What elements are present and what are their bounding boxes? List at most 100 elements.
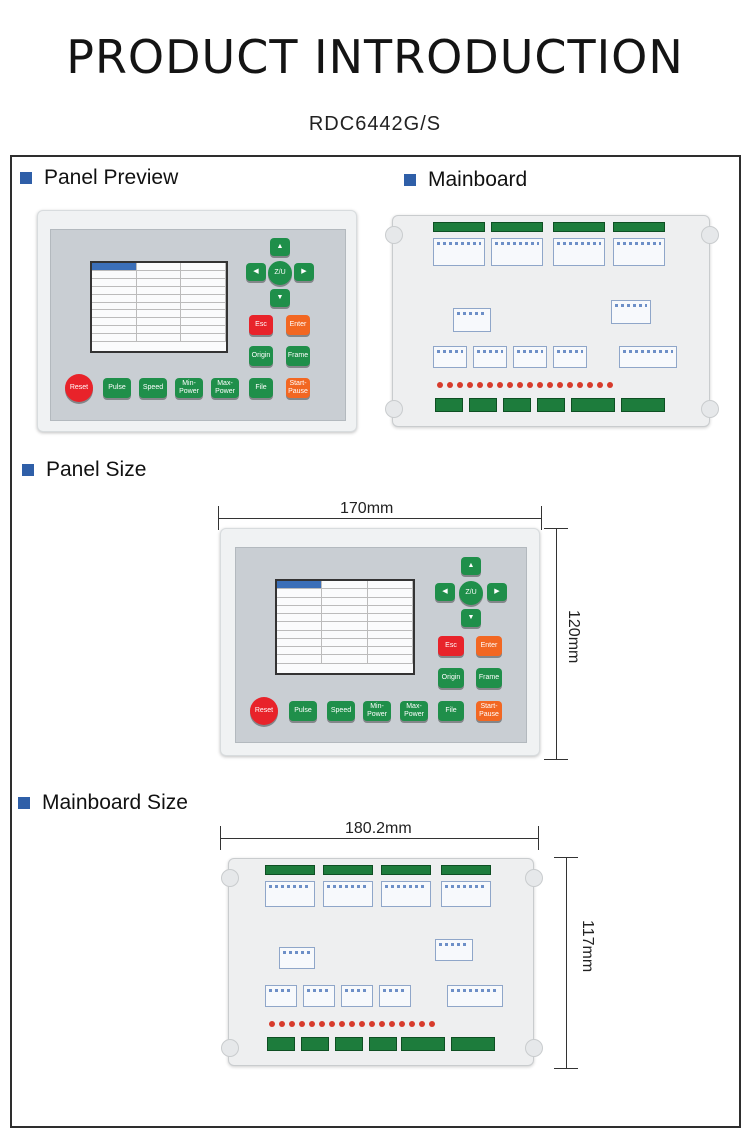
terminal-block bbox=[469, 398, 497, 412]
dimension-tick bbox=[554, 1068, 578, 1069]
dimension-line bbox=[218, 518, 542, 519]
arrow-right-button: ▶ bbox=[294, 263, 314, 281]
section-mainboard: Mainboard bbox=[404, 168, 527, 192]
arrow-down-icon: ▼ bbox=[467, 614, 475, 621]
terminal-block bbox=[503, 398, 531, 412]
pin-label-box bbox=[323, 881, 373, 907]
speed-button: Speed bbox=[139, 378, 167, 398]
terminal-block bbox=[335, 1037, 363, 1051]
dimension-tick bbox=[554, 857, 578, 858]
mount-hole bbox=[525, 1039, 543, 1057]
dimension-tick bbox=[544, 528, 568, 529]
led-row bbox=[437, 382, 613, 388]
terminal-block bbox=[369, 1037, 397, 1051]
pin-label-box bbox=[453, 308, 491, 332]
esc-button: Esc bbox=[438, 636, 464, 656]
terminal-block bbox=[571, 398, 615, 412]
terminal-block bbox=[621, 398, 665, 412]
pin-label-box bbox=[265, 881, 315, 907]
panel-width-label: 170mm bbox=[340, 500, 394, 517]
arrow-up-button: ▲ bbox=[461, 557, 481, 575]
pin-label-box bbox=[433, 238, 485, 266]
content-frame bbox=[10, 155, 741, 1128]
max-power-button: Max-Power bbox=[400, 701, 428, 721]
mount-hole bbox=[525, 869, 543, 887]
pin-label-box bbox=[513, 346, 547, 368]
lcd-screen bbox=[275, 579, 415, 675]
reset-button: Reset bbox=[250, 697, 278, 725]
mount-hole bbox=[221, 869, 239, 887]
square-icon bbox=[18, 797, 30, 809]
terminal-block bbox=[537, 398, 565, 412]
dimension-tick bbox=[544, 759, 568, 760]
lcd-screen bbox=[90, 261, 228, 353]
section-panel-preview: Panel Preview bbox=[20, 166, 178, 190]
pin-label-box bbox=[303, 985, 335, 1007]
square-icon bbox=[20, 172, 32, 184]
pin-label-box bbox=[381, 881, 431, 907]
model-number: RDC6442G/S bbox=[308, 113, 442, 135]
pin-label-box bbox=[553, 346, 587, 368]
frame-button: Frame bbox=[476, 668, 502, 688]
min-power-button: Min-Power bbox=[363, 701, 391, 721]
mount-hole bbox=[221, 1039, 239, 1057]
arrow-down-button: ▼ bbox=[461, 609, 481, 627]
board-width-label: 180.2mm bbox=[345, 820, 412, 837]
page-title: PRODUCT INTRODUCTION bbox=[66, 30, 684, 84]
file-button: File bbox=[249, 378, 273, 398]
start-pause-button: Start-Pause bbox=[476, 701, 502, 721]
pulse-button: Pulse bbox=[103, 378, 131, 398]
pin-label-box bbox=[341, 985, 373, 1007]
pin-label-box bbox=[265, 985, 297, 1007]
origin-button: Origin bbox=[249, 346, 273, 366]
pin-label-box bbox=[491, 238, 543, 266]
dimension-line bbox=[566, 857, 567, 1069]
dimension-line bbox=[220, 838, 538, 839]
file-button: File bbox=[438, 701, 464, 721]
terminal-block bbox=[381, 865, 431, 875]
max-power-button: Max-Power bbox=[211, 378, 239, 398]
esc-button: Esc bbox=[249, 315, 273, 335]
terminal-block bbox=[401, 1037, 445, 1051]
terminal-block bbox=[491, 222, 543, 232]
zu-button: Z/U bbox=[459, 581, 483, 605]
terminal-block bbox=[323, 865, 373, 875]
arrow-down-icon: ▼ bbox=[276, 294, 284, 301]
pulse-button: Pulse bbox=[289, 701, 317, 721]
dimension-tick bbox=[220, 826, 221, 850]
mount-hole bbox=[385, 400, 403, 418]
dimension-line bbox=[556, 528, 557, 760]
mount-hole bbox=[701, 400, 719, 418]
arrow-left-icon: ◀ bbox=[253, 268, 259, 275]
pin-label-box bbox=[619, 346, 677, 368]
terminal-block bbox=[435, 398, 463, 412]
mainboard-image bbox=[385, 215, 719, 427]
panel-preview-image: ▲ ▼ ◀ ▶ Z/U Esc Enter Origin Frame Reset… bbox=[37, 210, 357, 432]
section-mainboard-size: Mainboard Size bbox=[18, 791, 188, 815]
panel-size-image: ▲ ▼ ◀ ▶ Z/U Esc Enter Origin Frame Reset… bbox=[220, 528, 540, 756]
terminal-block bbox=[267, 1037, 295, 1051]
arrow-up-button: ▲ bbox=[270, 238, 290, 256]
panel-height-label: 120mm bbox=[565, 610, 582, 664]
section-label: Panel Preview bbox=[44, 166, 179, 189]
frame-button: Frame bbox=[286, 346, 310, 366]
pin-label-box bbox=[379, 985, 411, 1007]
dimension-tick bbox=[541, 506, 542, 530]
section-label: Mainboard bbox=[428, 168, 528, 191]
mount-hole bbox=[385, 226, 403, 244]
terminal-block bbox=[451, 1037, 495, 1051]
arrow-down-button: ▼ bbox=[270, 289, 290, 307]
enter-button: Enter bbox=[476, 636, 502, 656]
min-power-button: Min-Power bbox=[175, 378, 203, 398]
mainboard-size-image bbox=[221, 858, 543, 1066]
section-panel-size: Panel Size bbox=[22, 458, 146, 482]
board-height-label: 117mm bbox=[579, 920, 596, 973]
terminal-block bbox=[441, 865, 491, 875]
pin-label-box bbox=[435, 939, 473, 961]
start-pause-button: Start-Pause bbox=[286, 378, 310, 398]
pin-label-box bbox=[553, 238, 605, 266]
pin-label-box bbox=[611, 300, 651, 324]
speed-button: Speed bbox=[327, 701, 355, 721]
pin-label-box bbox=[447, 985, 503, 1007]
pin-label-box bbox=[613, 238, 665, 266]
